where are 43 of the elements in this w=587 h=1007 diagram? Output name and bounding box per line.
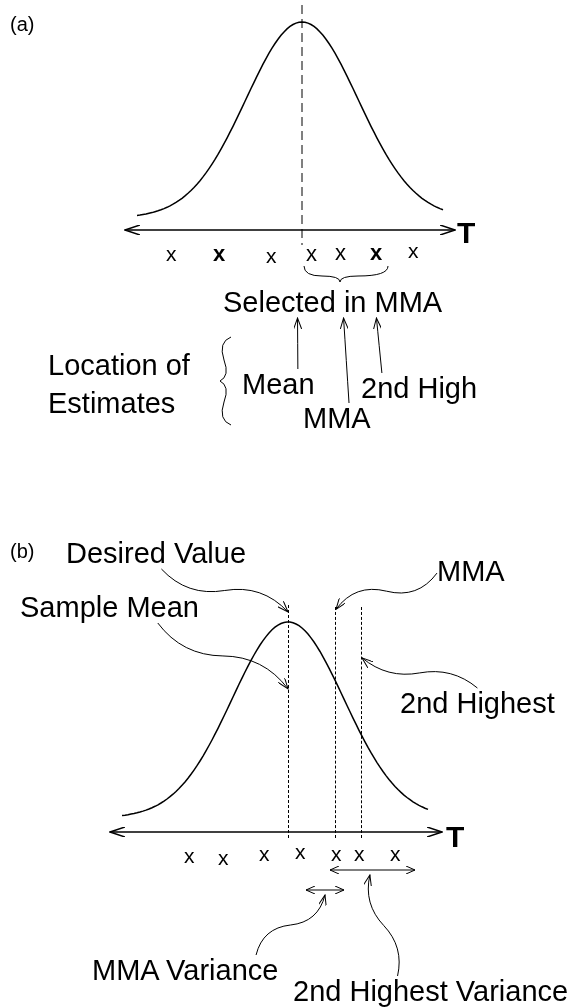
annotation-text: Selected in MMA bbox=[223, 287, 443, 318]
label-text: T bbox=[457, 218, 476, 248]
leader-arrow bbox=[335, 572, 438, 610]
label-text: x bbox=[259, 843, 270, 864]
label-text: x bbox=[184, 845, 195, 866]
dashed-line bbox=[335, 607, 336, 838]
double-arrow bbox=[305, 885, 345, 895]
annotation-text: Sample Mean bbox=[20, 592, 199, 623]
annotation-text: MMA bbox=[303, 403, 371, 434]
label-text: x bbox=[335, 242, 346, 264]
label-text: x bbox=[295, 841, 306, 862]
leader-arrow bbox=[255, 894, 327, 956]
leader-arrow bbox=[157, 622, 289, 690]
leader-arrow bbox=[363, 874, 400, 977]
label-text: x bbox=[218, 847, 229, 868]
annotation-text: MMA bbox=[437, 556, 505, 587]
label-text: Location of Estimates bbox=[48, 348, 191, 421]
dashed-line bbox=[361, 607, 362, 838]
label-text: x bbox=[306, 243, 317, 265]
label-text: x bbox=[331, 843, 342, 864]
label-text: T bbox=[446, 822, 465, 852]
label-text: x bbox=[390, 843, 401, 864]
leader-arrow bbox=[293, 317, 303, 370]
label-text: (a) bbox=[10, 14, 35, 34]
label-text: x bbox=[408, 240, 419, 261]
leader-arrow bbox=[373, 317, 383, 374]
label-text: (b) bbox=[10, 541, 35, 561]
annotation-text: 2nd Highest Variance bbox=[293, 976, 569, 1007]
leader-arrow bbox=[361, 657, 478, 689]
label-text: x bbox=[213, 243, 226, 265]
annotation-text: 2nd High bbox=[361, 373, 478, 404]
annotation-text: 2nd Highest bbox=[400, 688, 555, 719]
annotation-text: Mean bbox=[242, 369, 315, 400]
dashed-line bbox=[288, 605, 289, 838]
annotation-text: Desired Value bbox=[66, 538, 246, 569]
double-arrow bbox=[329, 865, 416, 875]
label-text: x bbox=[370, 242, 383, 264]
leader-arrow bbox=[160, 568, 289, 613]
label-text: x bbox=[266, 245, 277, 266]
label-text: x bbox=[354, 843, 365, 864]
label-text: x bbox=[166, 243, 177, 264]
leader-arrow bbox=[339, 317, 350, 404]
annotation-text: MMA Variance bbox=[92, 955, 279, 986]
